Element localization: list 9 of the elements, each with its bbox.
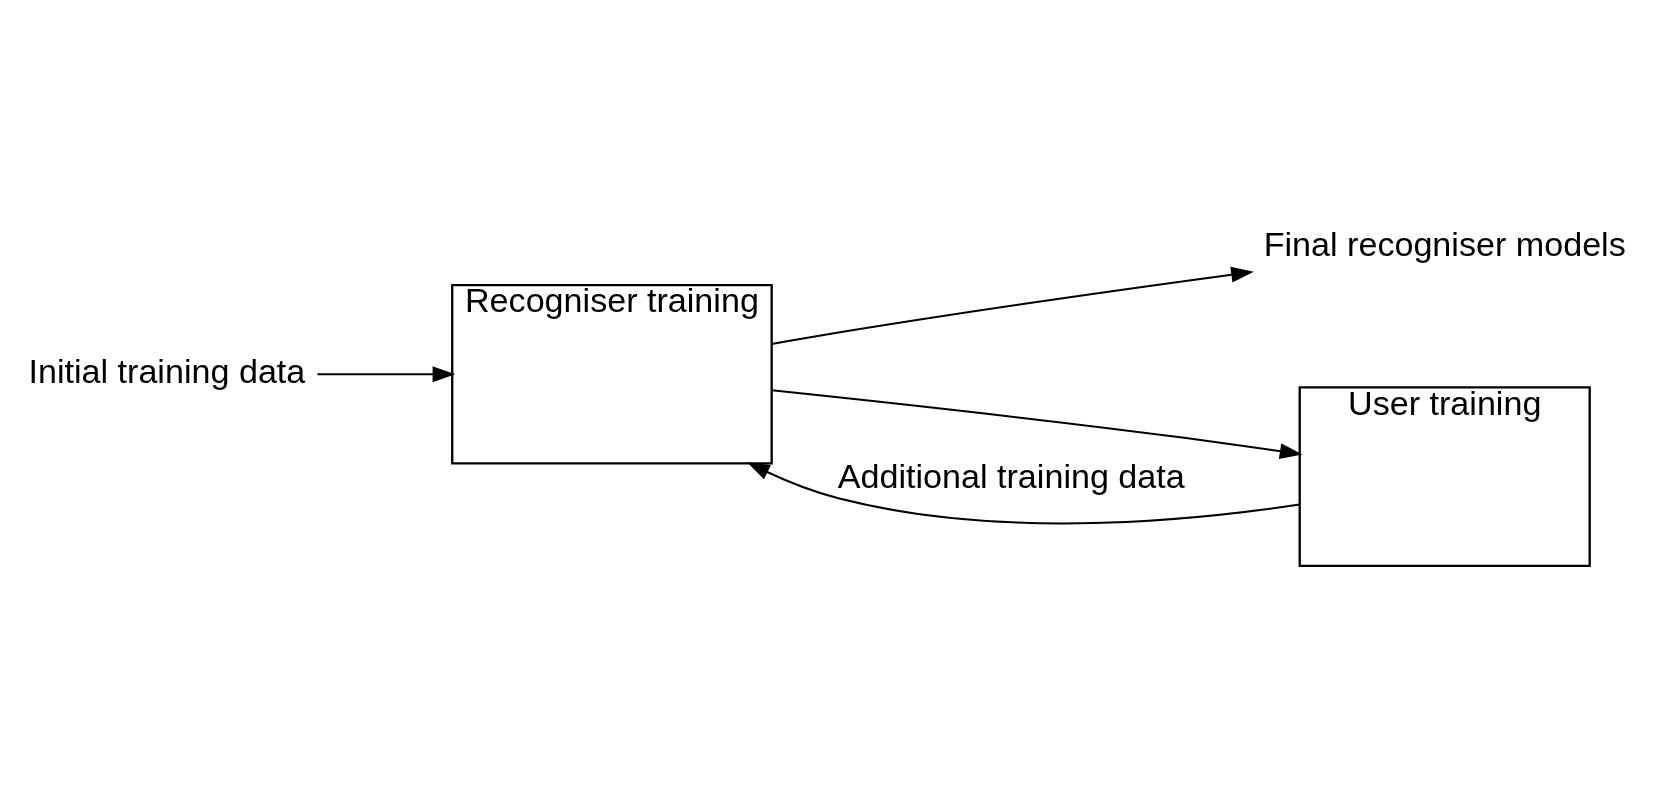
node-box: User training <box>1298 386 1591 567</box>
node-box: Recogniser training <box>451 283 773 465</box>
arrow <box>771 266 1254 345</box>
arrow <box>747 462 1300 525</box>
arrow <box>771 389 1303 460</box>
arrow <box>317 366 456 383</box>
node-text: Initial training data <box>28 351 306 390</box>
node-text: Final recogniser models <box>1263 224 1626 263</box>
edge-label: Additional training data <box>837 457 1185 496</box>
